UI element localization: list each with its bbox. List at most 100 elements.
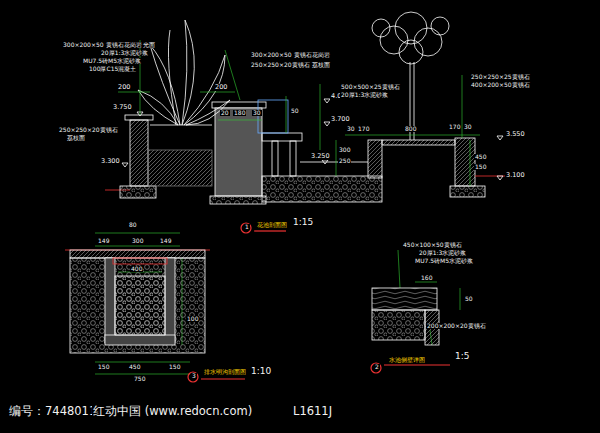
cad-label: 149 (97, 238, 110, 244)
section-one-part (210, 196, 266, 204)
cad-label: 250×250×25黄锈石 (470, 74, 531, 80)
cad-label: 3.250 (310, 153, 331, 160)
cad-label: 400 (130, 266, 143, 272)
cad-label: 80 (128, 222, 138, 228)
section-one-part (497, 176, 503, 180)
dimension-lines-part (460, 288, 461, 310)
cad-label: 30 (346, 126, 356, 132)
cad-label: 800 (404, 126, 417, 132)
watermark: 红动中国 (www.redocn.com) (92, 405, 253, 417)
section-one-part (186, 100, 230, 125)
dimension-lines-part (345, 135, 480, 136)
title-marks-part (384, 364, 450, 365)
dimension-lines-part (95, 374, 190, 375)
cad-label: 2 (374, 364, 380, 370)
section-one-part (150, 45, 180, 125)
section-one-part (150, 125, 212, 126)
section-one-part (450, 186, 485, 197)
section-one-part (368, 140, 382, 178)
cad-label: 50 (290, 108, 300, 114)
watermark: L1611J (292, 405, 333, 417)
cad-label: 20厚1:3水泥砂浆 (340, 92, 389, 98)
cad-label: 30 (252, 110, 262, 116)
cad-label: 450 (474, 154, 487, 160)
cad-label: 150 (97, 364, 110, 370)
title-marks-part (371, 363, 381, 373)
section-three-part (70, 250, 205, 258)
title-marks-part (241, 223, 251, 233)
section-one-part (122, 163, 128, 167)
section-one-part (372, 19, 390, 37)
cad-label: 250 (338, 158, 351, 164)
cad-label: 20厚1:3水泥砂浆 (418, 250, 467, 256)
cad-label: 300 (131, 238, 144, 244)
dimension-lines-part (320, 84, 321, 150)
cad-label: 20 (220, 110, 230, 116)
dimension-lines (95, 40, 480, 374)
title-marks-part (188, 372, 198, 382)
dimension-lines-part (118, 92, 150, 93)
section-one-part (455, 138, 475, 186)
section-one-part (148, 150, 212, 186)
dimension-lines-part (398, 250, 400, 288)
cad-label: 450×100×50黄锈石 (402, 242, 463, 248)
cad-label: 荔枝面 (66, 135, 86, 141)
cad-label: 180 (233, 110, 246, 116)
section-one-part (380, 26, 408, 54)
cad-label: 750 (133, 376, 146, 382)
section-one-part (382, 140, 455, 145)
dimension-lines-part (225, 50, 240, 100)
cad-label: 3.750 (112, 104, 133, 111)
section-one-part (120, 186, 156, 198)
section-three-part (115, 276, 165, 335)
cad-label: 150 (168, 364, 181, 370)
section-two-part (372, 310, 425, 340)
cad-label: 500×500×25黄锈石 (340, 84, 401, 90)
cad-label: 100厚C15混凝土 (88, 66, 137, 72)
section-one-part (399, 40, 423, 64)
dimension-lines-part (336, 140, 337, 176)
dimension-lines-part (200, 92, 235, 93)
dimension-lines-part (95, 362, 190, 363)
section-one-part (258, 100, 288, 133)
section-one-part (130, 120, 148, 186)
cad-label: 水池侧壁详图 (388, 357, 426, 363)
cad-label: 160 (420, 275, 433, 281)
cad-label: MU7.5砖M5水泥砂浆 (82, 58, 142, 64)
cad-label: 1:10 (250, 367, 272, 376)
section-two (372, 288, 439, 345)
section-one-part (215, 108, 262, 196)
section-three-part (70, 258, 205, 353)
section-one-part (168, 30, 176, 125)
dimension-lines-part (218, 120, 262, 121)
watermark: 编号：7448011 (8, 405, 97, 417)
section-three (65, 250, 210, 353)
dimension-lines-part (286, 96, 287, 133)
section-one-part (182, 20, 194, 125)
section-one-part (262, 133, 302, 141)
title-marks-part (254, 230, 286, 231)
section-one-part (497, 136, 503, 140)
cad-label: 400×200×50黄锈石 (470, 82, 531, 88)
cad-label: 200 (214, 84, 228, 91)
cad-label: 1 (244, 224, 250, 230)
section-one-part (300, 162, 368, 163)
section-one-part (290, 141, 296, 176)
dimension-lines-part (415, 282, 437, 283)
dimension-lines-part (95, 233, 180, 234)
cad-label: 30 (463, 124, 473, 130)
section-one-part (125, 115, 153, 120)
cad-label: 450 (128, 364, 141, 370)
cad-label: 50 (464, 296, 474, 302)
section-three-part (105, 258, 115, 343)
cad-label: 170 (357, 126, 370, 132)
cad-label: MU7.5砖M5水泥砂浆 (414, 258, 474, 264)
section-three-part (165, 258, 175, 343)
section-two-part (372, 288, 437, 310)
cad-label: 300×200×50 黄锈石花岗岩 (250, 52, 331, 58)
cad-label: 200 (117, 84, 131, 91)
cad-label: 排水明沟剖面图 (203, 369, 247, 375)
cad-label: 250×250×20黄锈石 荔枝面 (250, 62, 331, 68)
